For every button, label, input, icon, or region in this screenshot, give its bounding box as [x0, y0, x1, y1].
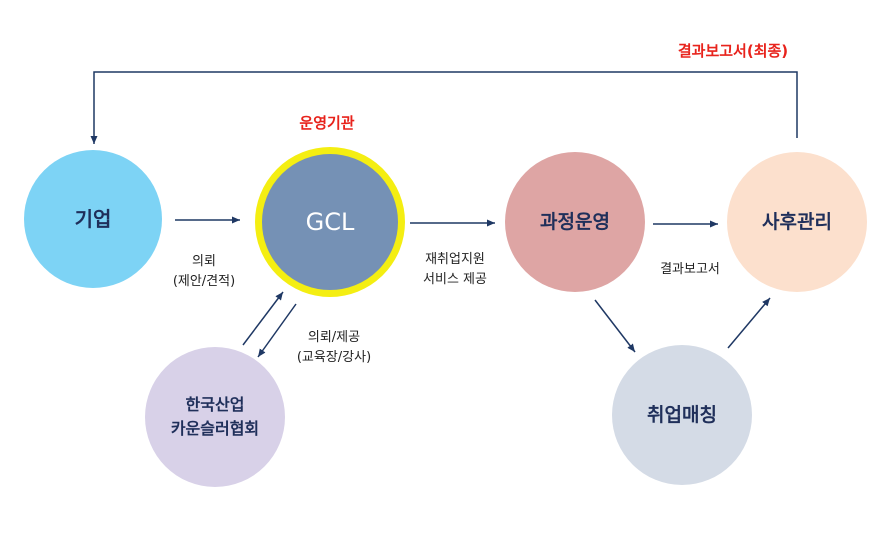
matching-to-aftercare-arrow — [727, 297, 771, 349]
kca-node: 한국산업 카운슬러협회 — [145, 347, 285, 487]
company-node: 기업 — [24, 150, 162, 288]
final-report-loop-arrow — [90, 71, 798, 144]
course-operation-node: 과정운영 — [505, 152, 645, 292]
gcl-to-kca-arrow — [257, 303, 297, 358]
request-quote-label: 의뢰 (제안/견적) — [172, 254, 236, 290]
final-report-label: 결과보고서(최종) — [677, 42, 789, 60]
job-matching-node: 취업매칭 — [612, 345, 752, 485]
request-provide-label: 의뢰/제공 (교육장/강사) — [296, 330, 372, 366]
reemployment-service-label: 재취업지원 서비스 제공 — [423, 252, 487, 288]
gcl-node: GCL — [255, 147, 405, 297]
report-label: 결과보고서 — [660, 262, 720, 277]
aftercare-node: 사후관리 — [727, 152, 867, 292]
operator-label: 운영기관 — [299, 114, 355, 132]
kca-to-gcl-arrow — [242, 291, 284, 346]
course-to-matching-arrow — [594, 299, 636, 353]
